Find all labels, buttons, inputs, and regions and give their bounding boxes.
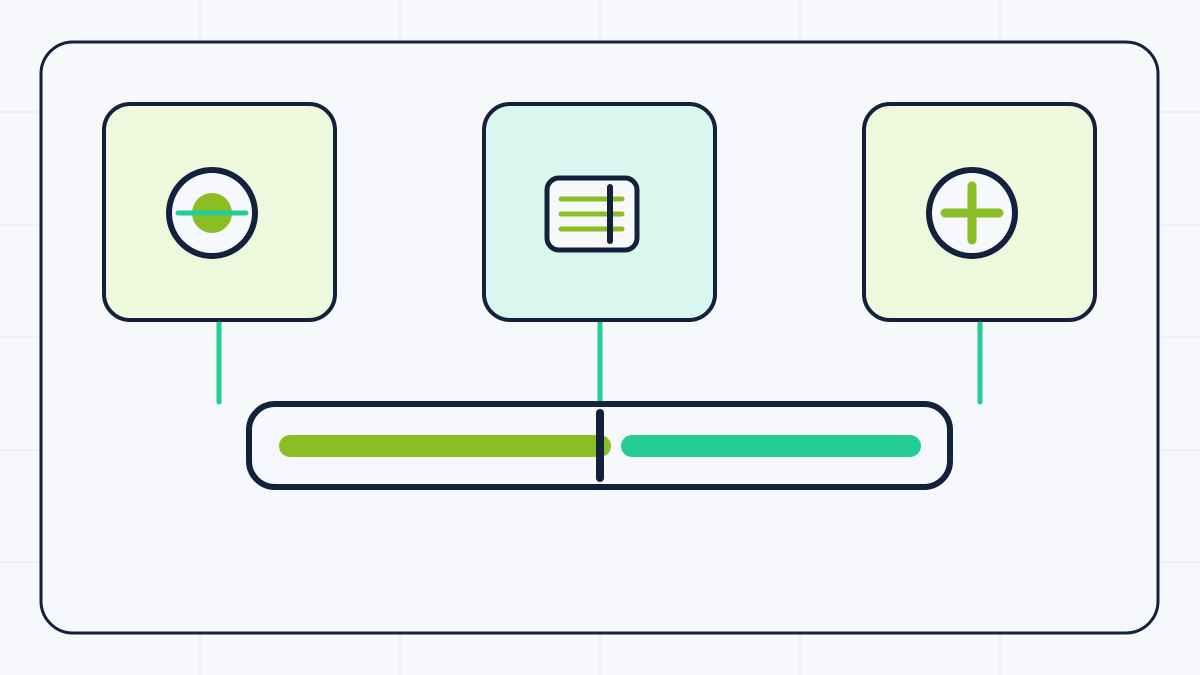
split-text-tile[interactable] (482, 102, 717, 322)
add-tile[interactable] (862, 102, 1097, 322)
split-text-icon (544, 175, 640, 253)
minus-circle-icon (166, 167, 258, 259)
split-bar[interactable] (246, 401, 953, 490)
remove-tile[interactable] (102, 102, 337, 322)
split-bar-right-fill (621, 435, 921, 457)
split-bar-left-fill (279, 435, 611, 457)
plus-circle-icon (926, 167, 1018, 259)
